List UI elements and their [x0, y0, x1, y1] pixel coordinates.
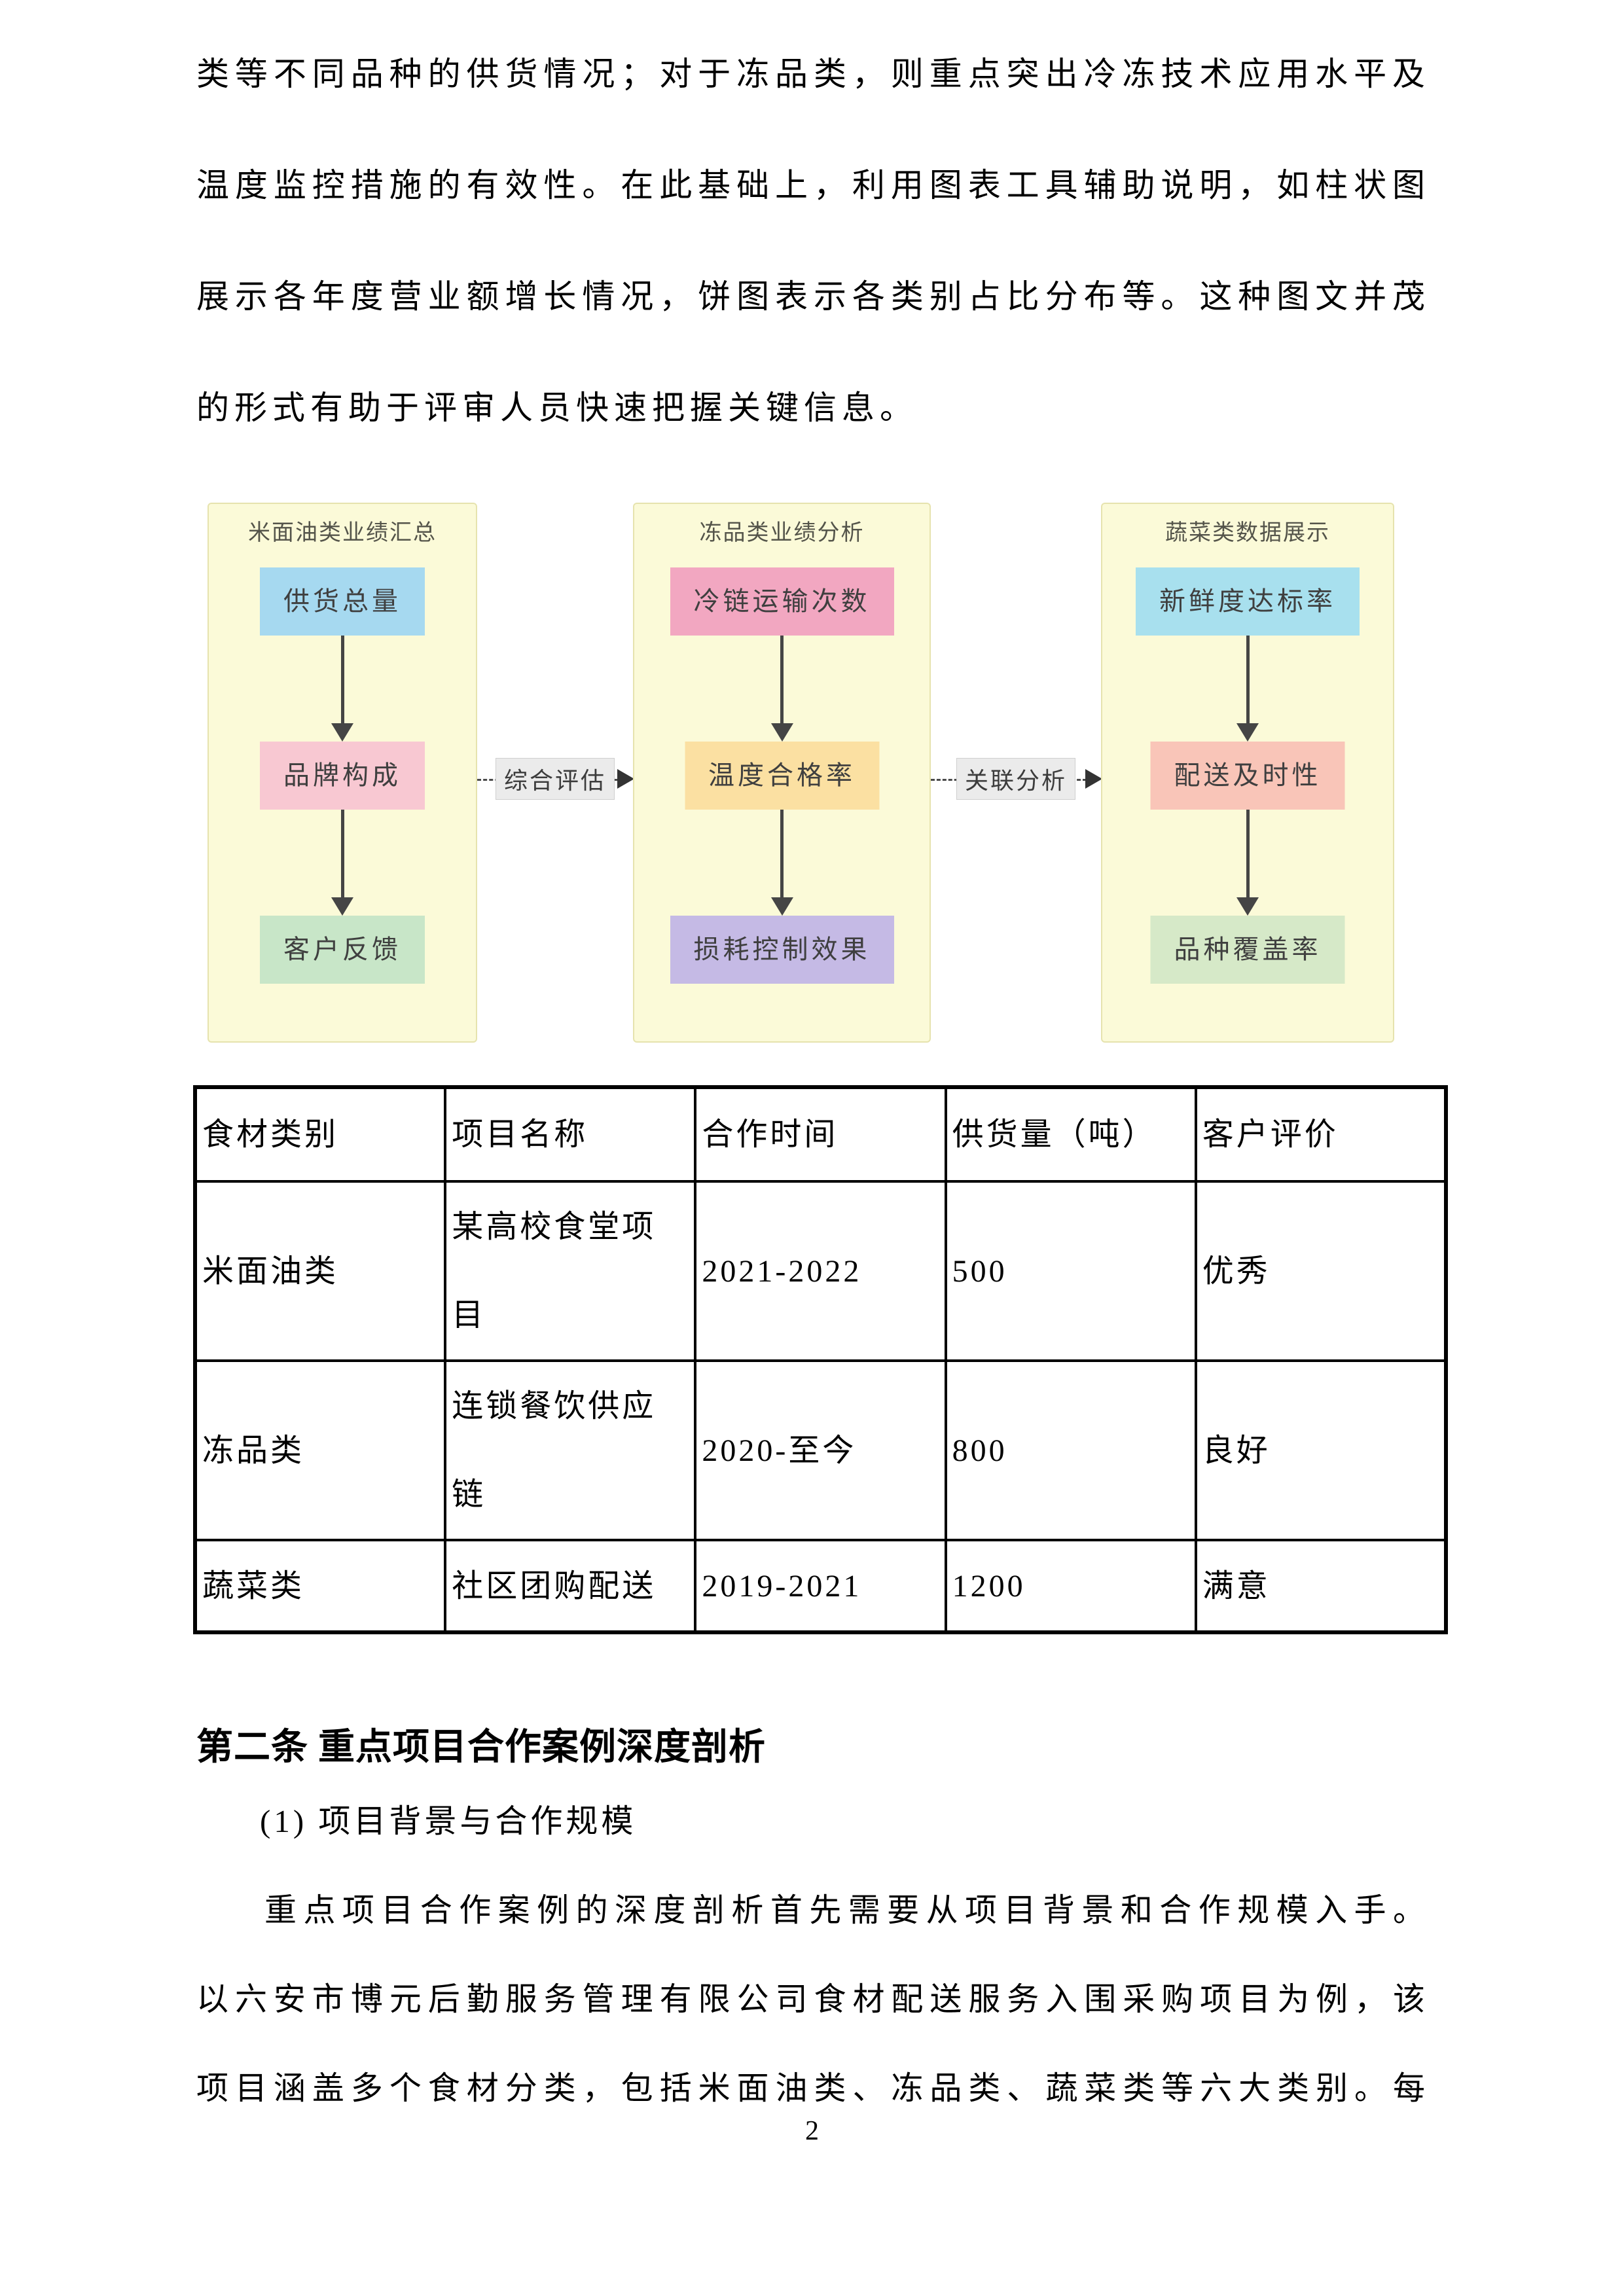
flow-box-variety-coverage: 品种覆盖率	[1150, 916, 1345, 984]
header-cell-rating: 客户评价	[1194, 1086, 1448, 1183]
right-arrowhead-icon	[1085, 769, 1102, 789]
down-arrow-icon	[1236, 810, 1259, 916]
table-row: 米面油类 某高校食堂项目 2021-2022 500 优秀	[193, 1180, 1448, 1362]
page-number: 2	[805, 2116, 819, 2146]
diagram-panel-grain-oil: 米面油类业绩汇总 供货总量 品牌构成 客户反馈	[208, 503, 477, 1043]
paragraph-line: 展示各年度营业额增长情况，饼图表示各类别占比分布等。这种图文并茂	[196, 278, 1430, 315]
right-arrowhead-icon	[617, 769, 634, 789]
table-row: 冻品类 连锁餐饮供应链 2020-至今 800 良好	[193, 1359, 1448, 1541]
section-body: (1) 项目背景与合作规模 重点项目合作案例的深度剖析首先需要从项目背景和合作规…	[196, 1777, 1430, 2133]
flow-box-supply-total: 供货总量	[260, 567, 425, 636]
cell-volume: 500	[944, 1180, 1197, 1362]
paragraph-line: 以六安市博元后勤服务管理有限公司食材配送服务入围采购项目为例，该	[196, 1981, 1430, 2017]
flow-diagram: 米面油类业绩汇总 供货总量 品牌构成 客户反馈 综合评估 冻品类业绩分析 冷链运…	[208, 503, 1394, 1043]
diagram-panel-vegetable: 蔬菜类数据展示 新鲜度达标率 配送及时性 品种覆盖率	[1101, 503, 1394, 1043]
down-arrow-icon	[1236, 636, 1259, 742]
cell-category: 冻品类	[193, 1359, 447, 1541]
flow-box-cold-chain-trips: 冷链运输次数	[670, 567, 894, 636]
header-cell-category: 食材类别	[193, 1086, 447, 1183]
panel-title: 米面油类业绩汇总	[248, 520, 437, 545]
flow-box-freshness-rate: 新鲜度达标率	[1136, 567, 1360, 636]
flow-box-temperature-pass-rate: 温度合格率	[685, 742, 879, 810]
flow-box-loss-control: 损耗控制效果	[670, 916, 894, 984]
cell-project: 某高校食堂项目	[444, 1180, 697, 1362]
paragraph-line: 重点项目合作案例的深度剖析首先需要从项目背景和合作规模入手。	[264, 1892, 1430, 1928]
down-arrow-icon	[770, 636, 794, 742]
flow-box-customer-feedback: 客户反馈	[260, 916, 425, 984]
header-cell-volume: 供货量（吨）	[944, 1086, 1197, 1183]
connector-comprehensive-evaluation: 综合评估	[477, 758, 634, 800]
cell-category: 米面油类	[193, 1180, 447, 1362]
paragraph-line: 项目涵盖多个食材分类，包括米面油类、冻品类、蔬菜类等六大类别。每	[196, 2070, 1430, 2106]
cell-category: 蔬菜类	[193, 1539, 447, 1634]
cell-project: 连锁餐饮供应链	[444, 1359, 697, 1541]
connector-label: 关联分析	[956, 758, 1076, 800]
cell-project: 社区团购配送	[444, 1539, 697, 1634]
cell-period: 2021-2022	[694, 1180, 947, 1362]
connector-label: 综合评估	[495, 758, 615, 800]
flow-box-brand-composition: 品牌构成	[260, 742, 425, 810]
cell-rating: 优秀	[1194, 1180, 1448, 1362]
cell-rating: 满意	[1194, 1539, 1448, 1634]
cell-period: 2019-2021	[694, 1539, 947, 1634]
down-arrow-icon	[770, 810, 794, 916]
table-row: 蔬菜类 社区团购配送 2019-2021 1200 满意	[193, 1539, 1448, 1634]
down-arrow-icon	[331, 810, 354, 916]
paragraph-line: 类等不同品种的供货情况；对于冻品类，则重点突出冷冻技术应用水平及	[196, 56, 1430, 92]
header-cell-period: 合作时间	[694, 1086, 947, 1183]
table-header-row: 食材类别 项目名称 合作时间 供货量（吨） 客户评价	[193, 1086, 1448, 1183]
cell-volume: 800	[944, 1359, 1197, 1541]
panel-title: 冻品类业绩分析	[699, 520, 865, 545]
down-arrow-icon	[331, 636, 354, 742]
cell-volume: 1200	[944, 1539, 1197, 1634]
projects-table: 食材类别 项目名称 合作时间 供货量（吨） 客户评价 米面油类 某高校食堂项目 …	[193, 1085, 1448, 1634]
panel-title: 蔬菜类数据展示	[1165, 520, 1330, 545]
section-heading: 第二条 重点项目合作案例深度剖析	[196, 1727, 766, 1768]
paragraph-line: 的形式有助于评审人员快速把握关键信息。	[196, 389, 918, 426]
connector-correlation-analysis: 关联分析	[931, 758, 1102, 800]
section-item-label: (1) 项目背景与合作规模	[260, 1803, 637, 1839]
cell-period: 2020-至今	[694, 1359, 947, 1541]
diagram-panel-frozen: 冻品类业绩分析 冷链运输次数 温度合格率 损耗控制效果	[633, 503, 931, 1043]
flow-box-delivery-timeliness: 配送及时性	[1150, 742, 1345, 810]
header-cell-project: 项目名称	[444, 1086, 697, 1183]
top-paragraph: 类等不同品种的供货情况；对于冻品类，则重点突出冷冻技术应用水平及 温度监控措施的…	[196, 18, 1430, 463]
paragraph-line: 温度监控措施的有效性。在此基础上，利用图表工具辅助说明，如柱状图	[196, 167, 1430, 204]
cell-rating: 良好	[1194, 1359, 1448, 1541]
